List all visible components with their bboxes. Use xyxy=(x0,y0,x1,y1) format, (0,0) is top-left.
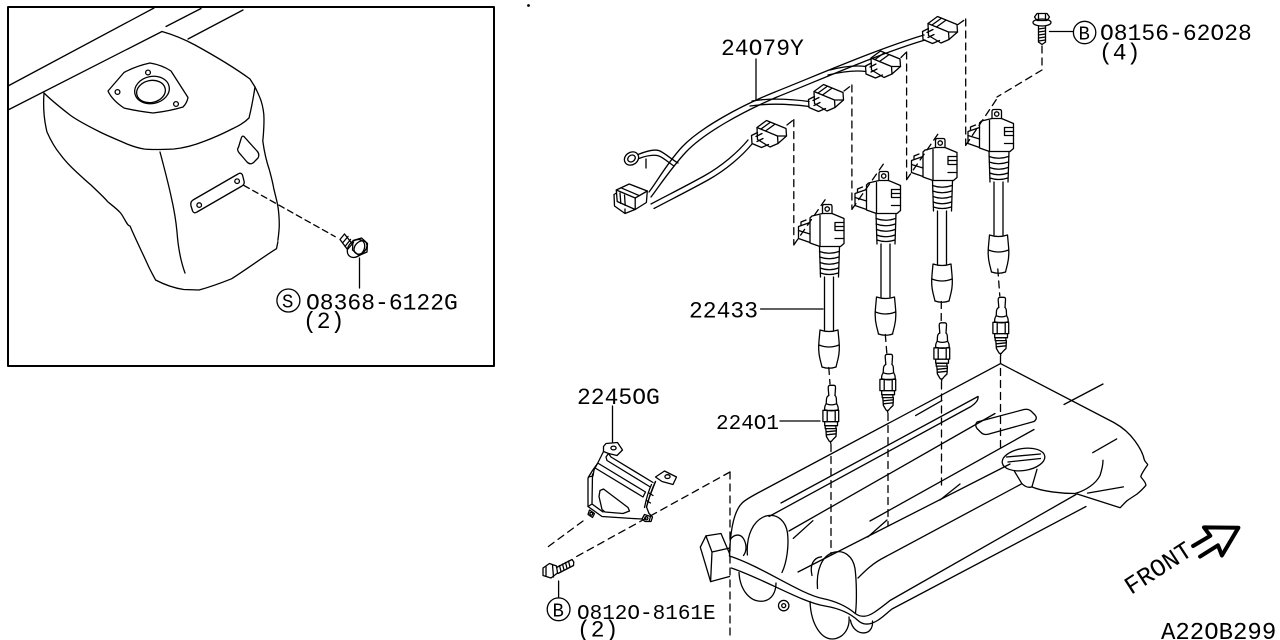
svg-text:O812O-8161E: O812O-8161E xyxy=(577,603,716,626)
svg-text:A22OB299: A22OB299 xyxy=(1161,620,1276,640)
svg-text:2245OG: 2245OG xyxy=(577,385,660,411)
svg-text:24O79Y: 24O79Y xyxy=(721,36,804,62)
svg-text:O8156-62O28: O8156-62O28 xyxy=(1100,21,1252,47)
svg-text:(2): (2) xyxy=(577,618,618,640)
svg-text:B: B xyxy=(1079,24,1090,46)
svg-text:(4): (4) xyxy=(1099,41,1140,67)
svg-text:S: S xyxy=(282,292,293,314)
svg-text:224O1: 224O1 xyxy=(716,413,779,436)
svg-text:22433: 22433 xyxy=(689,299,758,325)
svg-text:B: B xyxy=(553,601,564,623)
svg-text:O8368-6122G: O8368-6122G xyxy=(306,291,458,317)
svg-text:(2): (2) xyxy=(303,309,344,335)
